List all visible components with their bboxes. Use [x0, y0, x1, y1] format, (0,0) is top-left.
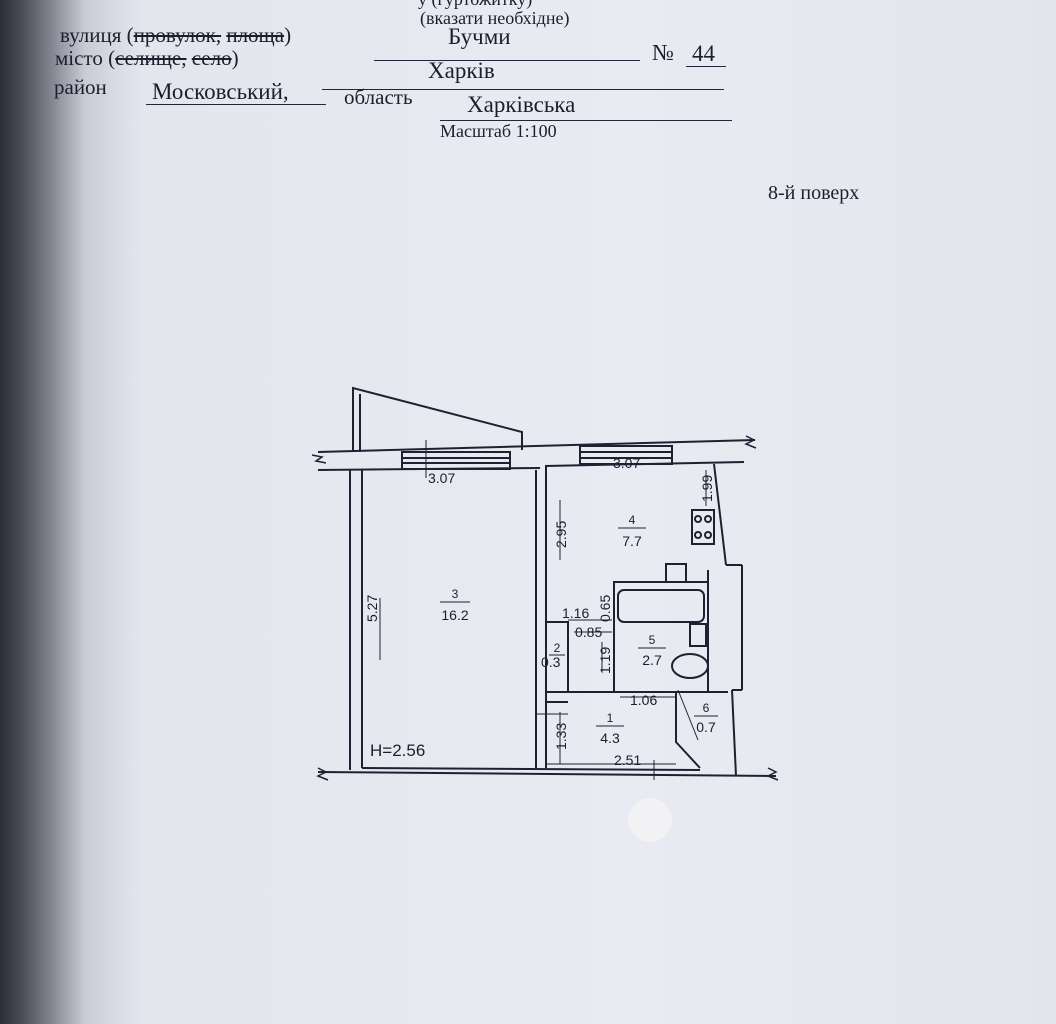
- street-value: Бучми: [448, 24, 511, 49]
- dim-room3-width: 3.07: [428, 470, 455, 486]
- svg-text:1: 1: [607, 711, 614, 725]
- room-6-label: 6 0.7: [694, 701, 718, 735]
- region-label: область: [344, 85, 413, 109]
- break-marks: [311, 435, 779, 781]
- svg-text:0.7: 0.7: [696, 719, 716, 735]
- dim-hall-height: 1.33: [553, 723, 569, 750]
- svg-text:5: 5: [649, 633, 656, 647]
- number-label: №: [652, 40, 674, 65]
- district-underline: [146, 104, 326, 105]
- dim-toilet-width: 1.06: [630, 692, 657, 708]
- dim-room3-length: 5.27: [364, 595, 380, 622]
- room-5-label: 5 2.7: [638, 633, 666, 668]
- city-underline: [322, 89, 724, 90]
- city-value: Харків: [428, 58, 495, 83]
- ceiling-height: H=2.56: [370, 741, 425, 760]
- svg-text:3: 3: [452, 587, 459, 601]
- svg-text:6: 6: [703, 701, 710, 715]
- city-label: місто (селище, село): [55, 46, 239, 70]
- room-2-label: 2: [549, 641, 565, 656]
- svg-text:4: 4: [629, 513, 636, 527]
- number-value: 44: [692, 41, 715, 66]
- region-underline: [440, 120, 732, 121]
- region-value: Харківська: [467, 92, 576, 117]
- dim-closet-width: 0.3: [541, 654, 561, 670]
- dim-room4-length: 2.95: [553, 521, 569, 548]
- plan-walls: [317, 386, 777, 777]
- dim-bath-w2: 0.85: [575, 624, 602, 640]
- dim-room4-width: 3.07: [613, 455, 640, 471]
- street-underline: [374, 60, 640, 61]
- room-4-label: 4 7.7: [618, 513, 646, 549]
- street-label: вулиця (провулок, площа): [60, 23, 292, 47]
- glare-spot: [628, 798, 672, 842]
- room-3-label: 3 16.2: [440, 587, 470, 623]
- floor-label: 8-й поверх: [768, 182, 860, 204]
- hint-text: (вказати необхідне): [420, 8, 570, 28]
- dimension-lines: [379, 440, 707, 780]
- dim-hall-width: 2.51: [614, 752, 641, 768]
- svg-text:16.2: 16.2: [441, 607, 468, 623]
- svg-text:7.7: 7.7: [622, 533, 642, 549]
- cut-top-line: у (гуртожитку): [418, 0, 532, 8]
- district-value: Московський,: [152, 79, 289, 104]
- svg-text:2: 2: [554, 641, 561, 655]
- dim-bath-h1: 0.65: [597, 595, 613, 622]
- number-underline: [686, 66, 726, 67]
- svg-text:2.7: 2.7: [642, 652, 662, 668]
- dim-bath-h2: 1.19: [597, 647, 613, 674]
- dim-kitchen-side: 1.99: [699, 475, 715, 502]
- scale-text: Масштаб 1:100: [440, 121, 557, 141]
- svg-text:4.3: 4.3: [600, 730, 620, 746]
- dim-bath-w1: 1.16: [562, 605, 589, 621]
- room-1-label: 1 4.3: [596, 711, 624, 746]
- district-label: район: [54, 75, 107, 99]
